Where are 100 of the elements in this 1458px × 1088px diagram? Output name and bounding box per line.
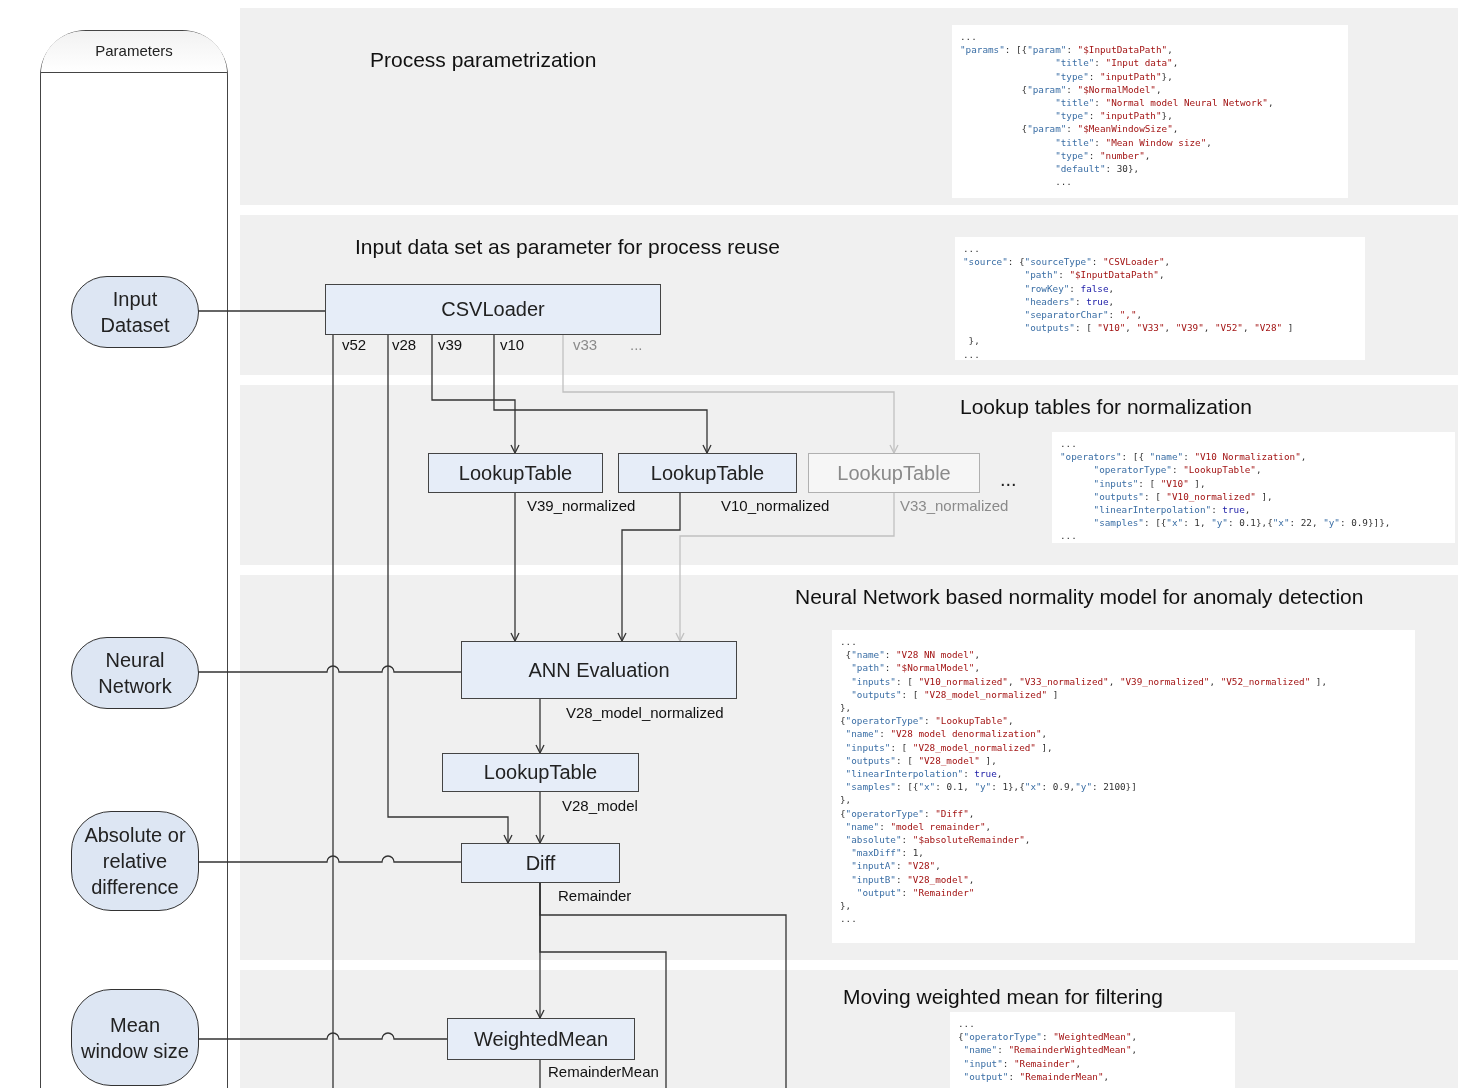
connector-line [539, 1059, 541, 1088]
section-title: Neural Network based normality model for anomaly detection [795, 585, 1364, 609]
port-label: v10 [500, 336, 525, 353]
code-line: {"name": "V28 NN model", [844, 648, 980, 662]
code-line: "title": "Input data", [1054, 56, 1179, 70]
operator-label: LookupTable [650, 461, 765, 485]
code-line: "inputs": [ "V28_model_normalized" ], [844, 740, 1053, 754]
code-line: "operators": [{ "name": "V10 Normalization", [1060, 450, 1307, 464]
port-label: v28 [392, 336, 417, 353]
operator-label: WeightedMean [473, 1027, 609, 1051]
section-title: Input data set as parameter for process reuse [355, 235, 780, 259]
code-line: "output": "RemainderMean", [962, 1069, 1110, 1083]
code-line: "samples": [{"x": 0.1, "y": 1},{"x": 0.9,"y": 2100}] [844, 780, 1137, 794]
connector-arrow [535, 698, 545, 754]
section-title: Process parametrization [370, 48, 597, 72]
connector-arrow [617, 492, 681, 642]
code-line: "title": "Mean Window size", [1054, 135, 1212, 149]
code-line: }, [840, 701, 852, 715]
code-line: "separatorChar": ",", [1023, 308, 1143, 322]
code-line: ... [1060, 437, 1077, 451]
connector-line [197, 665, 462, 673]
connector-line [332, 334, 334, 1088]
connector-arrow [431, 334, 520, 454]
code-line: "type": "inputPath"}, [1054, 109, 1173, 123]
connector-arrow [493, 334, 712, 454]
connector-line [197, 1032, 448, 1040]
port-label: V10_normalized [721, 497, 830, 514]
connector-arrow [510, 492, 520, 642]
code-line: {"param": "$MeanWindowSize", [1020, 122, 1179, 136]
connector-line [539, 882, 667, 1088]
connector-arrow [535, 791, 545, 844]
port-label: ... [630, 336, 643, 353]
code-line: "name": "model remainder", [844, 819, 992, 834]
code-line: "params": [{"param": "$InputDataPath", [960, 43, 1173, 57]
code-line: {"operatorType": "WeightedMean", [958, 1030, 1138, 1044]
code-line: {"param": "$NormalModel", [1020, 82, 1162, 96]
code-line: "output": "Remainder" [855, 885, 975, 900]
code-line: "headers": true, [1023, 294, 1115, 308]
connector-arrow [675, 492, 895, 642]
code-line: ... [1060, 529, 1077, 543]
ellipsis-text: ... [1000, 468, 1017, 491]
section-band [240, 385, 1458, 565]
operator-box [447, 1018, 635, 1060]
code-line: "linearInterpolation": true, [1092, 503, 1251, 517]
operator-label: CSVLoader [441, 298, 545, 321]
code-line: ... [960, 30, 977, 44]
code-line: "title": "Normal model Neural Network", [1054, 96, 1274, 110]
port-label: V33_normalized [900, 497, 1009, 514]
parameter-label: Input Dataset [99, 287, 171, 338]
code-line: "name": "V28 model denormalization", [844, 727, 1048, 741]
code-line: "inputA": "V28", [850, 859, 941, 873]
parameter-label: Neural Network [97, 648, 173, 699]
code-line: ... [963, 347, 980, 360]
code-line: }, [840, 793, 852, 807]
operator-label: ANN Evaluation [528, 658, 670, 682]
code-line: ... [963, 242, 980, 256]
code-line: "input": "Remainder", [962, 1056, 1082, 1070]
code-line: "inputB": "V28_model", [850, 872, 975, 886]
code-line: "maxDiff": 1, [850, 846, 924, 860]
code-line: {"operatorType": "Diff", [840, 806, 975, 820]
parameter-column [40, 30, 228, 1088]
connector-line [197, 310, 326, 312]
code-line: ... [840, 912, 857, 926]
connector-arrow [387, 334, 513, 844]
code-line: "source": {"sourceType": "CSVLoader", [963, 255, 1171, 269]
port-label: V39_normalized [527, 497, 636, 514]
port-label: V28_model [562, 797, 638, 814]
column-title: Parameters [94, 42, 174, 59]
code-line: "inputs": [ "V10" ], [1092, 476, 1206, 490]
code-line: "path": "$InputDataPath", [1023, 268, 1165, 282]
port-label: v52 [342, 336, 367, 353]
parameter-label: Mean window size [80, 1012, 190, 1064]
code-line: "name": "RemainderWightedMean", [962, 1043, 1138, 1057]
port-label: v33 [573, 336, 598, 353]
port-label: Remainder [558, 887, 632, 904]
code-line: "outputs": [ "V28_model" ], [844, 753, 997, 768]
section-band [240, 215, 1458, 375]
operator-box [618, 453, 797, 493]
code-line: "type": "number", [1054, 148, 1151, 163]
operator-box [325, 284, 661, 335]
code-line: {"operatorType": "LookupTable", [840, 714, 1014, 728]
section-title: Lookup tables for normalization [960, 395, 1252, 419]
section-band [240, 575, 1458, 960]
connector-line [197, 855, 462, 863]
code-line: "type": "inputPath"}, [1054, 69, 1173, 83]
code-line: ... [840, 635, 857, 649]
section-title: Moving weighted mean for filtering [843, 985, 1163, 1009]
code-line: "inputs": [ "V10_normalized", "V33_normalized", "V39_normalized", "V52_normalized" ], [850, 674, 1328, 688]
code-line: "path": "$NormalModel", [850, 661, 980, 675]
code-line: "outputs": [ "V10_normalized" ], [1092, 489, 1273, 503]
code-line: }, [840, 899, 852, 913]
code-line: "operatorType": "LookupTable", [1092, 463, 1262, 477]
code-line: "rowKey": false, [1023, 281, 1115, 295]
operator-box [428, 453, 603, 493]
operator-box [808, 453, 980, 493]
code-line: }, [967, 334, 980, 348]
code-line: "outputs": [ "V10", "V33", "V39", "V52", "V28" ] [1023, 321, 1294, 335]
code-line: ... [958, 1017, 975, 1031]
port-label: v39 [438, 336, 463, 353]
operator-label: LookupTable [483, 761, 598, 784]
